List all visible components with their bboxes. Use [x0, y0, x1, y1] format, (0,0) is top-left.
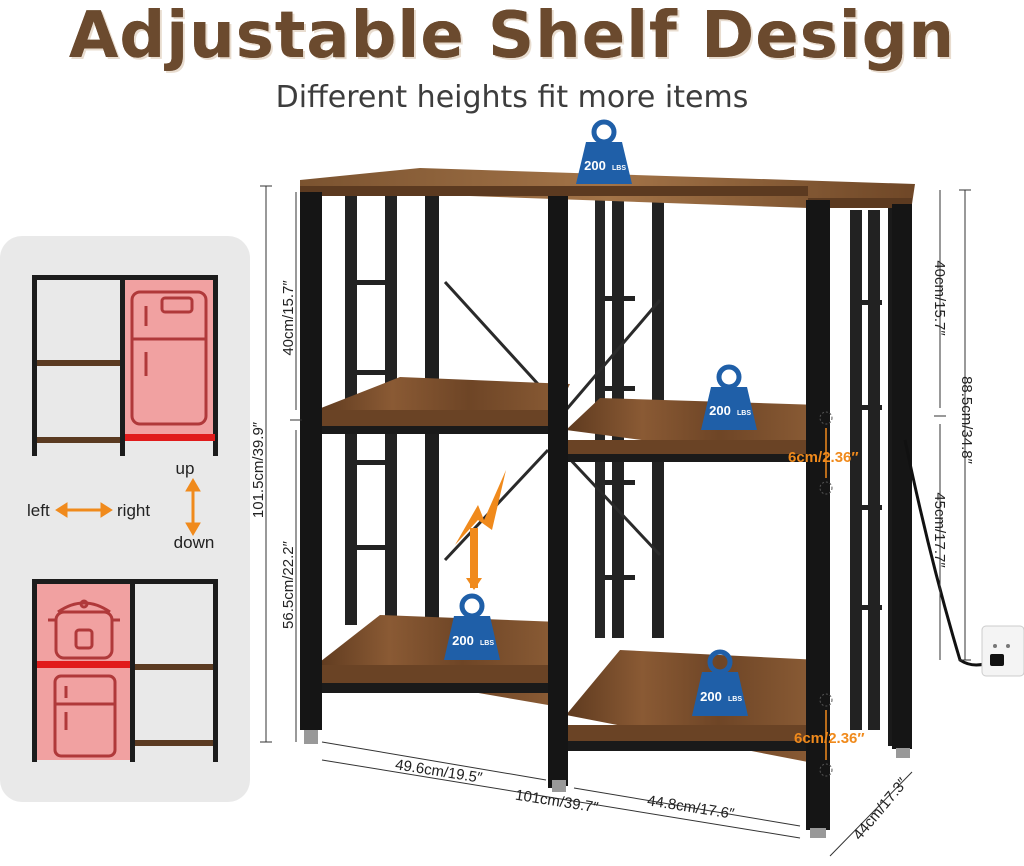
page-subtitle: Different heights fit more items [275, 80, 749, 115]
weight-bottom-left-unit: LBS [480, 640, 494, 647]
dim-left-bottom: 56.5cm/22.2″ [280, 540, 297, 629]
weight-badge-bottom-right: 200 LBS [692, 649, 748, 716]
dim-depth: 44cm/17.3″ [850, 774, 912, 843]
weight-bottom-left-value: 200 [452, 633, 474, 648]
right-label: right [117, 501, 150, 520]
up-label: up [176, 459, 195, 478]
dim-right-total: 88.5cm/34.8″ [958, 376, 975, 465]
dim-bottom-left-width: 49.6cm/19.5″ [394, 756, 484, 787]
weight-top-value: 200 [584, 158, 606, 173]
adjust-arrow-icon [455, 470, 506, 590]
weight-badge-top: 200 LBS [576, 119, 632, 184]
dim-bottom-right-width: 44.8cm/17.6″ [646, 792, 736, 823]
weight-middle-right-unit: LBS [737, 410, 751, 417]
dim-right-top: 40cm/15.7″ [931, 260, 948, 336]
dimension-lines-bottom [321, 741, 913, 857]
fridge-highlight-area [125, 277, 215, 440]
rice-cooker-icon [48, 599, 120, 660]
down-label: down [174, 533, 215, 552]
weight-badge-bottom-left: 200 LBS [444, 593, 500, 660]
side-panel: up down left right [0, 236, 250, 802]
dimension-lines-right [934, 189, 971, 661]
weight-badge-middle-right: 200 LBS [701, 364, 757, 430]
adjust-marker-upper: 6cm/2.36″ [788, 411, 859, 495]
red-shelf-line [37, 661, 130, 668]
dim-left-top: 40cm/15.7″ [280, 280, 297, 356]
adjust-lower-label: 6cm/2.36″ [794, 730, 865, 747]
red-shelf-line [125, 434, 215, 441]
fridge-icon [130, 290, 208, 426]
dimension-lines-left [260, 185, 302, 743]
adjust-upper-label: 6cm/2.36″ [788, 449, 859, 466]
weight-top-unit: LBS [612, 165, 626, 172]
wall-socket-icon [981, 625, 1024, 677]
page-title: Adjustable Shelf Design [68, 0, 956, 73]
weight-bottom-right-unit: LBS [728, 696, 742, 703]
dim-right-bottom: 45cm/17.7″ [931, 492, 948, 568]
left-label: left [27, 501, 50, 520]
weight-bottom-right-value: 200 [700, 689, 722, 704]
left-right-arrow-icon [55, 502, 113, 518]
mini-shelf-cooker [32, 579, 218, 762]
mini-fridge-icon [53, 674, 117, 758]
weight-middle-right-value: 200 [709, 403, 731, 418]
shelf-unit [300, 168, 1024, 838]
mini-shelf-fridge [32, 275, 218, 456]
up-down-arrow-icon [185, 478, 201, 536]
dim-left-total: 101.5cm/39.9″ [250, 421, 267, 518]
adjust-marker-lower: 6cm/2.36″ [794, 693, 865, 777]
